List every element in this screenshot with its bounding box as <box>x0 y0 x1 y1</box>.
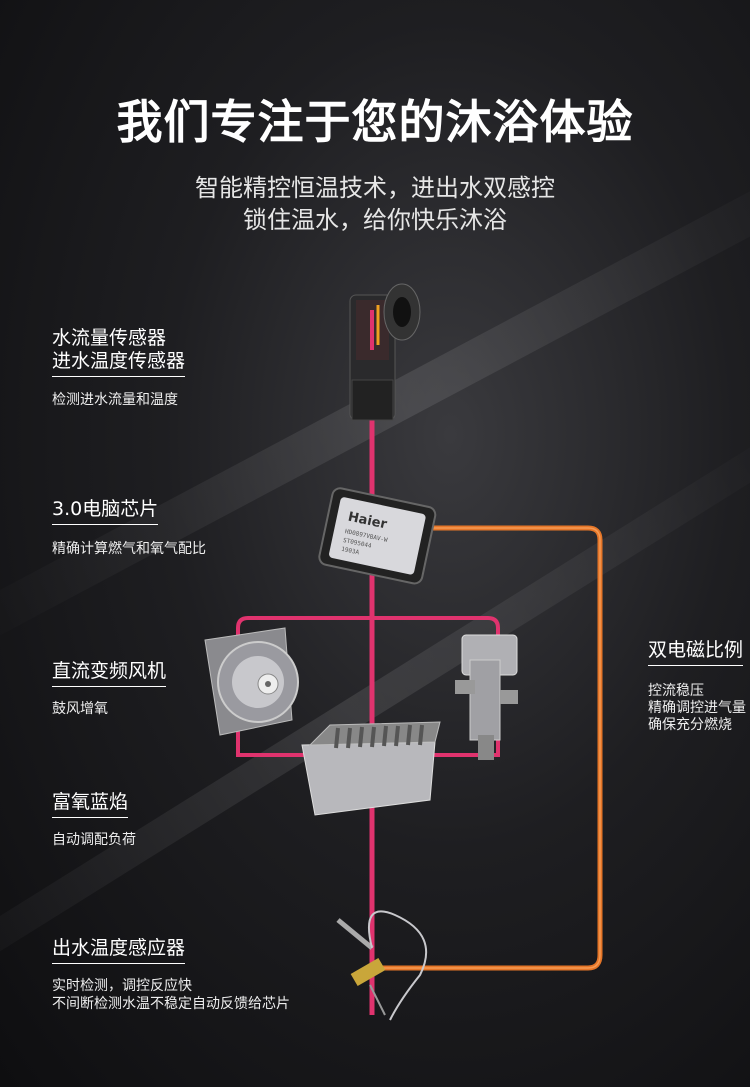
feature-valve-desc-3: 确保充分燃烧 <box>648 717 732 733</box>
feature-valve-title: 双电磁比例 <box>648 638 744 666</box>
pink-branch-pipe <box>236 616 500 757</box>
feature-valve-desc-2: 精确调控进气量 <box>648 700 746 716</box>
dc-fan-image <box>204 627 299 736</box>
feature-valve-label: 双电磁比例 控流稳压 精确调控进气量 确保充分燃烧 <box>648 630 750 740</box>
solenoid-valve-image <box>455 634 518 760</box>
feature-chip-title: 3.0电脑芯片 <box>52 497 159 525</box>
computer-chip-image: Haier HD0897VBAV-W ST095044 1903A <box>318 487 437 585</box>
feature-flame-title: 富氧蓝焰 <box>52 790 129 818</box>
feature-flame-desc: 自动调配负荷 <box>52 832 136 848</box>
water-flow-sensor-image <box>349 283 421 421</box>
feature-fan-desc: 鼓风增氧 <box>52 701 108 717</box>
feature-flow-sensor-title-1: 水流量传感器 <box>52 327 167 349</box>
feature-chip-desc: 精确计算燃气和氧气配比 <box>52 541 206 557</box>
feature-flow-sensor-title-2: 进水温度传感器 <box>52 349 186 377</box>
chip-date-text: 1903A <box>341 546 361 557</box>
feature-outlet-sensor-desc-1: 实时检测，调控反应快 <box>52 978 192 994</box>
burner-image <box>301 721 441 816</box>
page-title: 我们专注于您的沐浴体验 <box>116 95 634 149</box>
feature-fan-title: 直流变频风机 <box>52 659 167 687</box>
feature-outlet-sensor-desc-2: 不间断检测水温不稳定自动反馈给芯片 <box>52 996 290 1012</box>
feature-valve-desc-1: 控流稳压 <box>648 683 704 699</box>
outlet-temp-sensor-image <box>336 910 428 1021</box>
subtitle-line-2: 锁住温水，给你快乐沐浴 <box>243 206 507 234</box>
feature-flow-sensor-desc: 检测进水流量和温度 <box>52 392 178 408</box>
feature-outlet-sensor-title: 出水温度感应器 <box>52 936 186 964</box>
subtitle-line-1: 智能精控恒温技术，进出水双感控 <box>195 174 555 202</box>
